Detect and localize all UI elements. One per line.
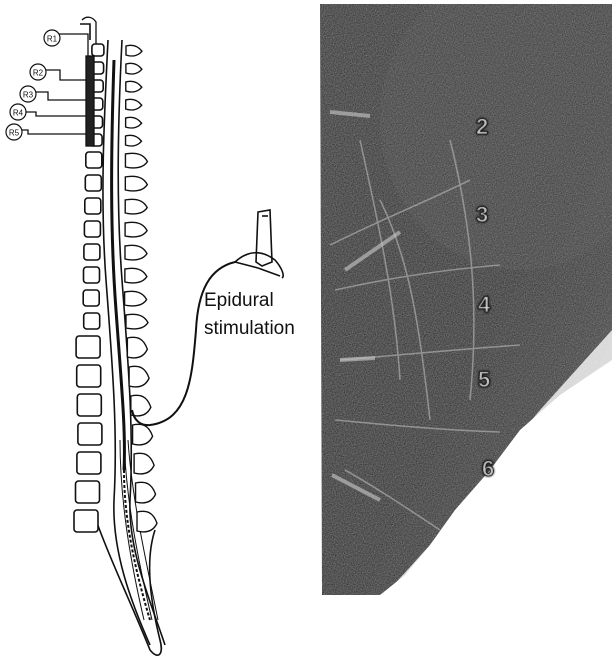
spinous-process: [125, 222, 147, 237]
spinous-process: [126, 99, 142, 110]
electrode-label-r5: R5: [9, 129, 20, 138]
stimulator-device-icon: [256, 210, 272, 266]
caption-epidural: Epidural: [204, 290, 274, 311]
segment-label-2: 2: [476, 114, 488, 139]
spinous-process: [126, 63, 142, 74]
electrode-label-r2: R2: [33, 69, 44, 78]
spinous-process: [126, 81, 142, 92]
vertebral-body: [83, 290, 99, 306]
vertebral-body: [77, 452, 101, 474]
vertebral-body: [77, 365, 101, 387]
spinous-process: [127, 337, 147, 358]
caption-stimulation: stimulation: [204, 318, 295, 339]
vertebral-body: [76, 481, 100, 503]
vertebral-body: [84, 221, 100, 237]
vertebral-body: [76, 336, 100, 358]
spinous-process: [133, 424, 153, 445]
vertebral-body: [92, 44, 104, 56]
electrode-label-r4: R4: [13, 109, 24, 118]
spinous-process: [126, 117, 142, 128]
spinous-process: [125, 268, 147, 283]
electrode-label-group: R1 R2 R3 R4 R5: [6, 30, 60, 140]
vertebral-body: [84, 313, 100, 329]
electrode-label-r1: R1: [47, 35, 58, 44]
vertebral-body: [85, 175, 101, 191]
segment-label-3: 3: [476, 202, 488, 227]
segment-label-6: 6: [482, 456, 494, 481]
spinous-process: [125, 199, 147, 214]
vertebral-body: [84, 244, 100, 260]
spinous-process: [136, 482, 156, 503]
spinous-process: [125, 153, 147, 168]
spinous-process: [134, 453, 154, 474]
spinous-process: [125, 291, 147, 306]
spinous-process: [125, 245, 147, 260]
electrode-label-r3: R3: [23, 91, 34, 100]
spinous-process: [126, 45, 142, 56]
vertebral-body: [77, 394, 101, 416]
xray-panel: 2 3 4 5 6: [320, 0, 612, 600]
spinous-process: [137, 511, 157, 532]
spinous-process: [129, 366, 149, 387]
vertebral-body: [84, 267, 100, 283]
spinous-process: [125, 176, 147, 191]
segment-label-5: 5: [478, 367, 490, 392]
spinous-process: [126, 314, 148, 329]
vertebral-body: [86, 152, 102, 168]
spinous-process: [131, 395, 151, 416]
vertebral-body: [85, 198, 101, 214]
spinal-cord: [112, 60, 125, 470]
spinous-process: [126, 135, 142, 146]
vertebral-body: [74, 510, 98, 532]
vertebral-body: [78, 423, 102, 445]
segment-label-4: 4: [478, 292, 491, 317]
